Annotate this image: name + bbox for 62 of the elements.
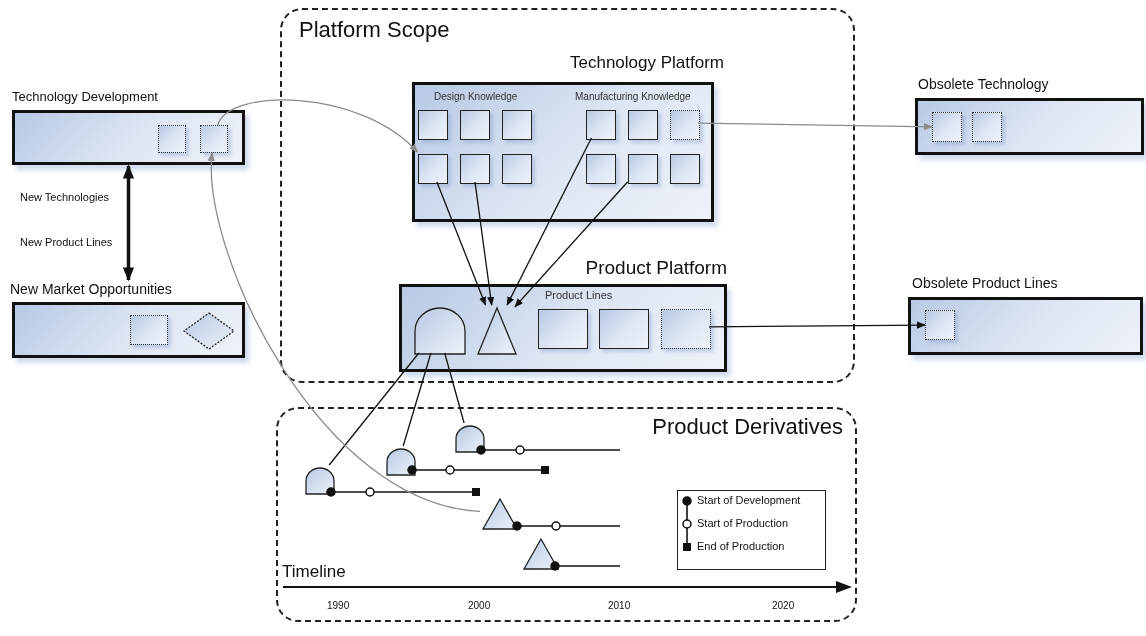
dome-shape: [455, 425, 485, 453]
arrow: [708, 321, 926, 329]
module-square: [628, 154, 658, 184]
module-square: [502, 154, 532, 184]
axis-title: Timeline: [282, 563, 346, 582]
module-square: [628, 110, 658, 140]
scope-frame: [280, 8, 855, 383]
axis-tick-label: 2010: [608, 600, 631, 611]
panel-heading: New Market Opportunities: [10, 282, 172, 298]
panel-heading: Product Platform: [585, 258, 727, 279]
connector-line: [444, 352, 465, 424]
module-square: [200, 125, 228, 153]
panel-heading: Technology Platform: [569, 54, 724, 73]
module-square: [502, 110, 532, 140]
module-square: [972, 112, 1002, 142]
module-square: [130, 315, 168, 345]
axis-tick-label: 2000: [468, 600, 491, 611]
connector-line: [328, 352, 420, 466]
frame-title: Platform Scope: [299, 18, 450, 43]
double-arrow: [122, 164, 135, 282]
section-heading: Design Knowledge: [434, 91, 518, 102]
axis-tick-label: 2020: [772, 600, 795, 611]
panel-heading: Obsolete Product Lines: [912, 276, 1058, 292]
panel-heading: Technology Development: [12, 90, 158, 105]
module-square: [586, 110, 616, 140]
panel-heading: Obsolete Technology: [918, 77, 1049, 93]
module-square: [586, 154, 616, 184]
arrow: [697, 122, 933, 131]
triangle-shape: [523, 538, 559, 570]
dome-shape: [414, 307, 466, 355]
dome-shape: [386, 448, 416, 476]
legend-text: Start of Development: [697, 494, 801, 507]
module-square: [538, 309, 588, 349]
arrow: [474, 181, 495, 306]
module-square: [932, 112, 962, 142]
module-square: [460, 154, 490, 184]
module-square: [599, 309, 649, 349]
arrow: [217, 99, 419, 153]
triangle-shape: [477, 307, 517, 355]
arrow: [436, 181, 487, 306]
frame-title: Product Derivatives: [652, 415, 843, 440]
section-heading: Product Lines: [545, 289, 613, 302]
arrow: [514, 181, 629, 308]
module-square: [661, 309, 711, 349]
module-square: [460, 110, 490, 140]
connector-line: [402, 352, 432, 447]
arrow-caption: New Product Lines: [20, 236, 113, 249]
module-square: [418, 110, 448, 140]
module-square: [670, 154, 700, 184]
module-square: [670, 110, 700, 140]
diamond-shape: [183, 312, 235, 350]
arrow-caption: New Technologies: [20, 191, 110, 204]
legend-text: End of Production: [697, 540, 785, 553]
module-square: [925, 310, 955, 340]
module-square: [418, 154, 448, 184]
section-heading: Manufacturing Knowledge: [575, 91, 691, 102]
axis-tick-label: 1990: [327, 600, 350, 611]
legend-text: Start of Production: [697, 517, 789, 530]
dome-shape: [305, 467, 335, 495]
arrow: [208, 152, 481, 512]
module-square: [158, 125, 186, 153]
arrow: [506, 137, 593, 306]
